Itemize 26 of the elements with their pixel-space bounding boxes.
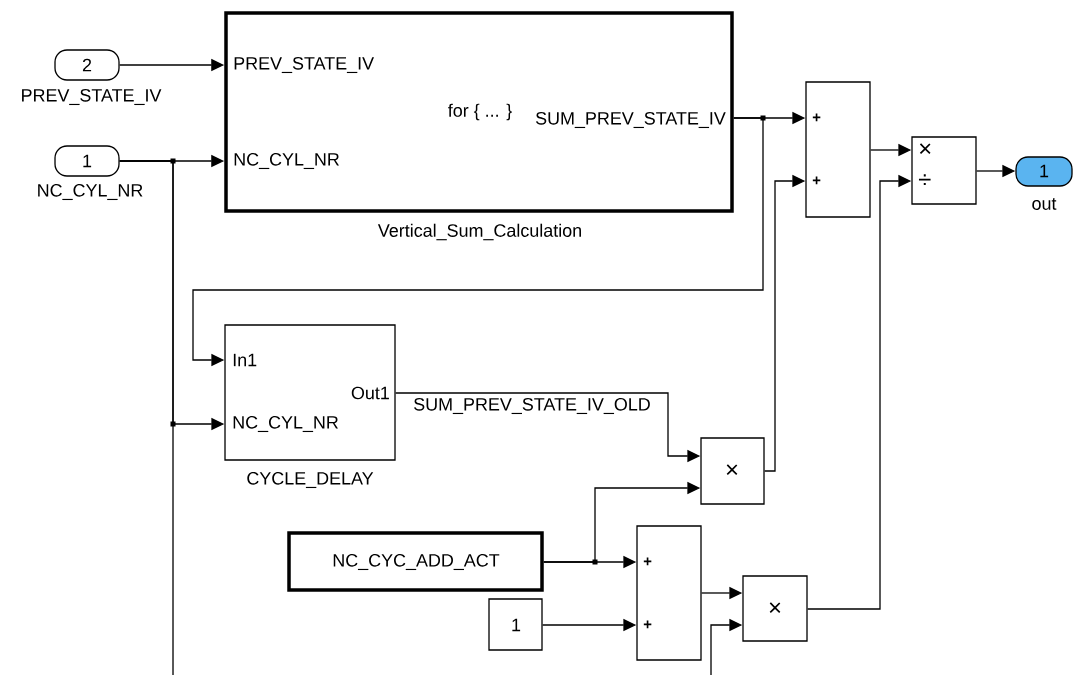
edge-label: SUM_PREV_STATE_IV_OLD xyxy=(412,396,652,416)
node-label: NC_CYL_NR xyxy=(233,415,338,433)
node-label: PREV_STATE_IV xyxy=(234,56,374,74)
product-block: × xyxy=(700,437,765,505)
outport-block: 1 xyxy=(1015,156,1073,187)
subsystem-block: PREV_STATE_IV NC_CYL_NR for { ... } SUM_PREV_STATE_IV xyxy=(224,11,734,213)
node-label: SUM_PREV_STATE_IV xyxy=(535,111,726,129)
block-label: CYCLE_DELAY xyxy=(247,471,374,489)
sum-block: + + xyxy=(805,81,871,218)
signal-line xyxy=(119,160,174,675)
block-label: NC_CYL_NR xyxy=(38,183,143,201)
product-block: × xyxy=(742,575,808,642)
node-label: Out1 xyxy=(351,386,389,400)
block-label: out xyxy=(1032,198,1057,210)
node-label: In1 xyxy=(233,353,257,367)
block-label: Vertical_Sum_Calculation xyxy=(377,223,581,241)
inport-block: 2 xyxy=(54,49,120,81)
product-block: × ÷ xyxy=(911,136,977,205)
node-label: NC_CYL_NR xyxy=(234,152,339,170)
inport-block: 1 xyxy=(54,145,120,177)
sum-block: + + xyxy=(636,525,702,661)
constant-block: NC_CYC_ADD_ACT xyxy=(287,531,544,592)
subsystem-block: In1 NC_CYL_NR Out1 xyxy=(224,324,396,461)
constant-block: 1 xyxy=(488,598,543,651)
block-label: PREV_STATE_IV xyxy=(22,88,162,106)
node-label: for { ... } xyxy=(448,103,512,121)
